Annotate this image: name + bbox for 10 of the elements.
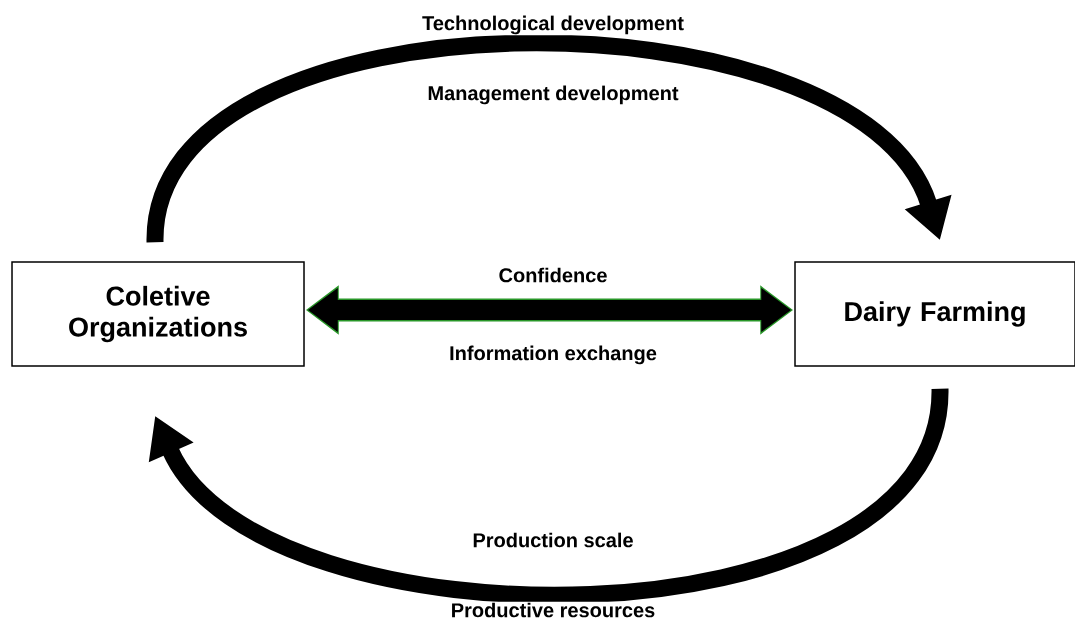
edge-label: Technological development <box>421 14 685 36</box>
process-box: Dairy Farming <box>794 261 1075 367</box>
label: Information exchange <box>448 344 658 366</box>
label: Management development <box>426 84 680 106</box>
label: Productive resources <box>449 601 657 619</box>
arrow <box>146 34 952 245</box>
edge-label: Production scale <box>471 531 635 549</box>
process-box: Coletive Organizations <box>11 261 305 367</box>
edge-label: Confidence <box>497 266 609 284</box>
arrow <box>148 387 949 604</box>
